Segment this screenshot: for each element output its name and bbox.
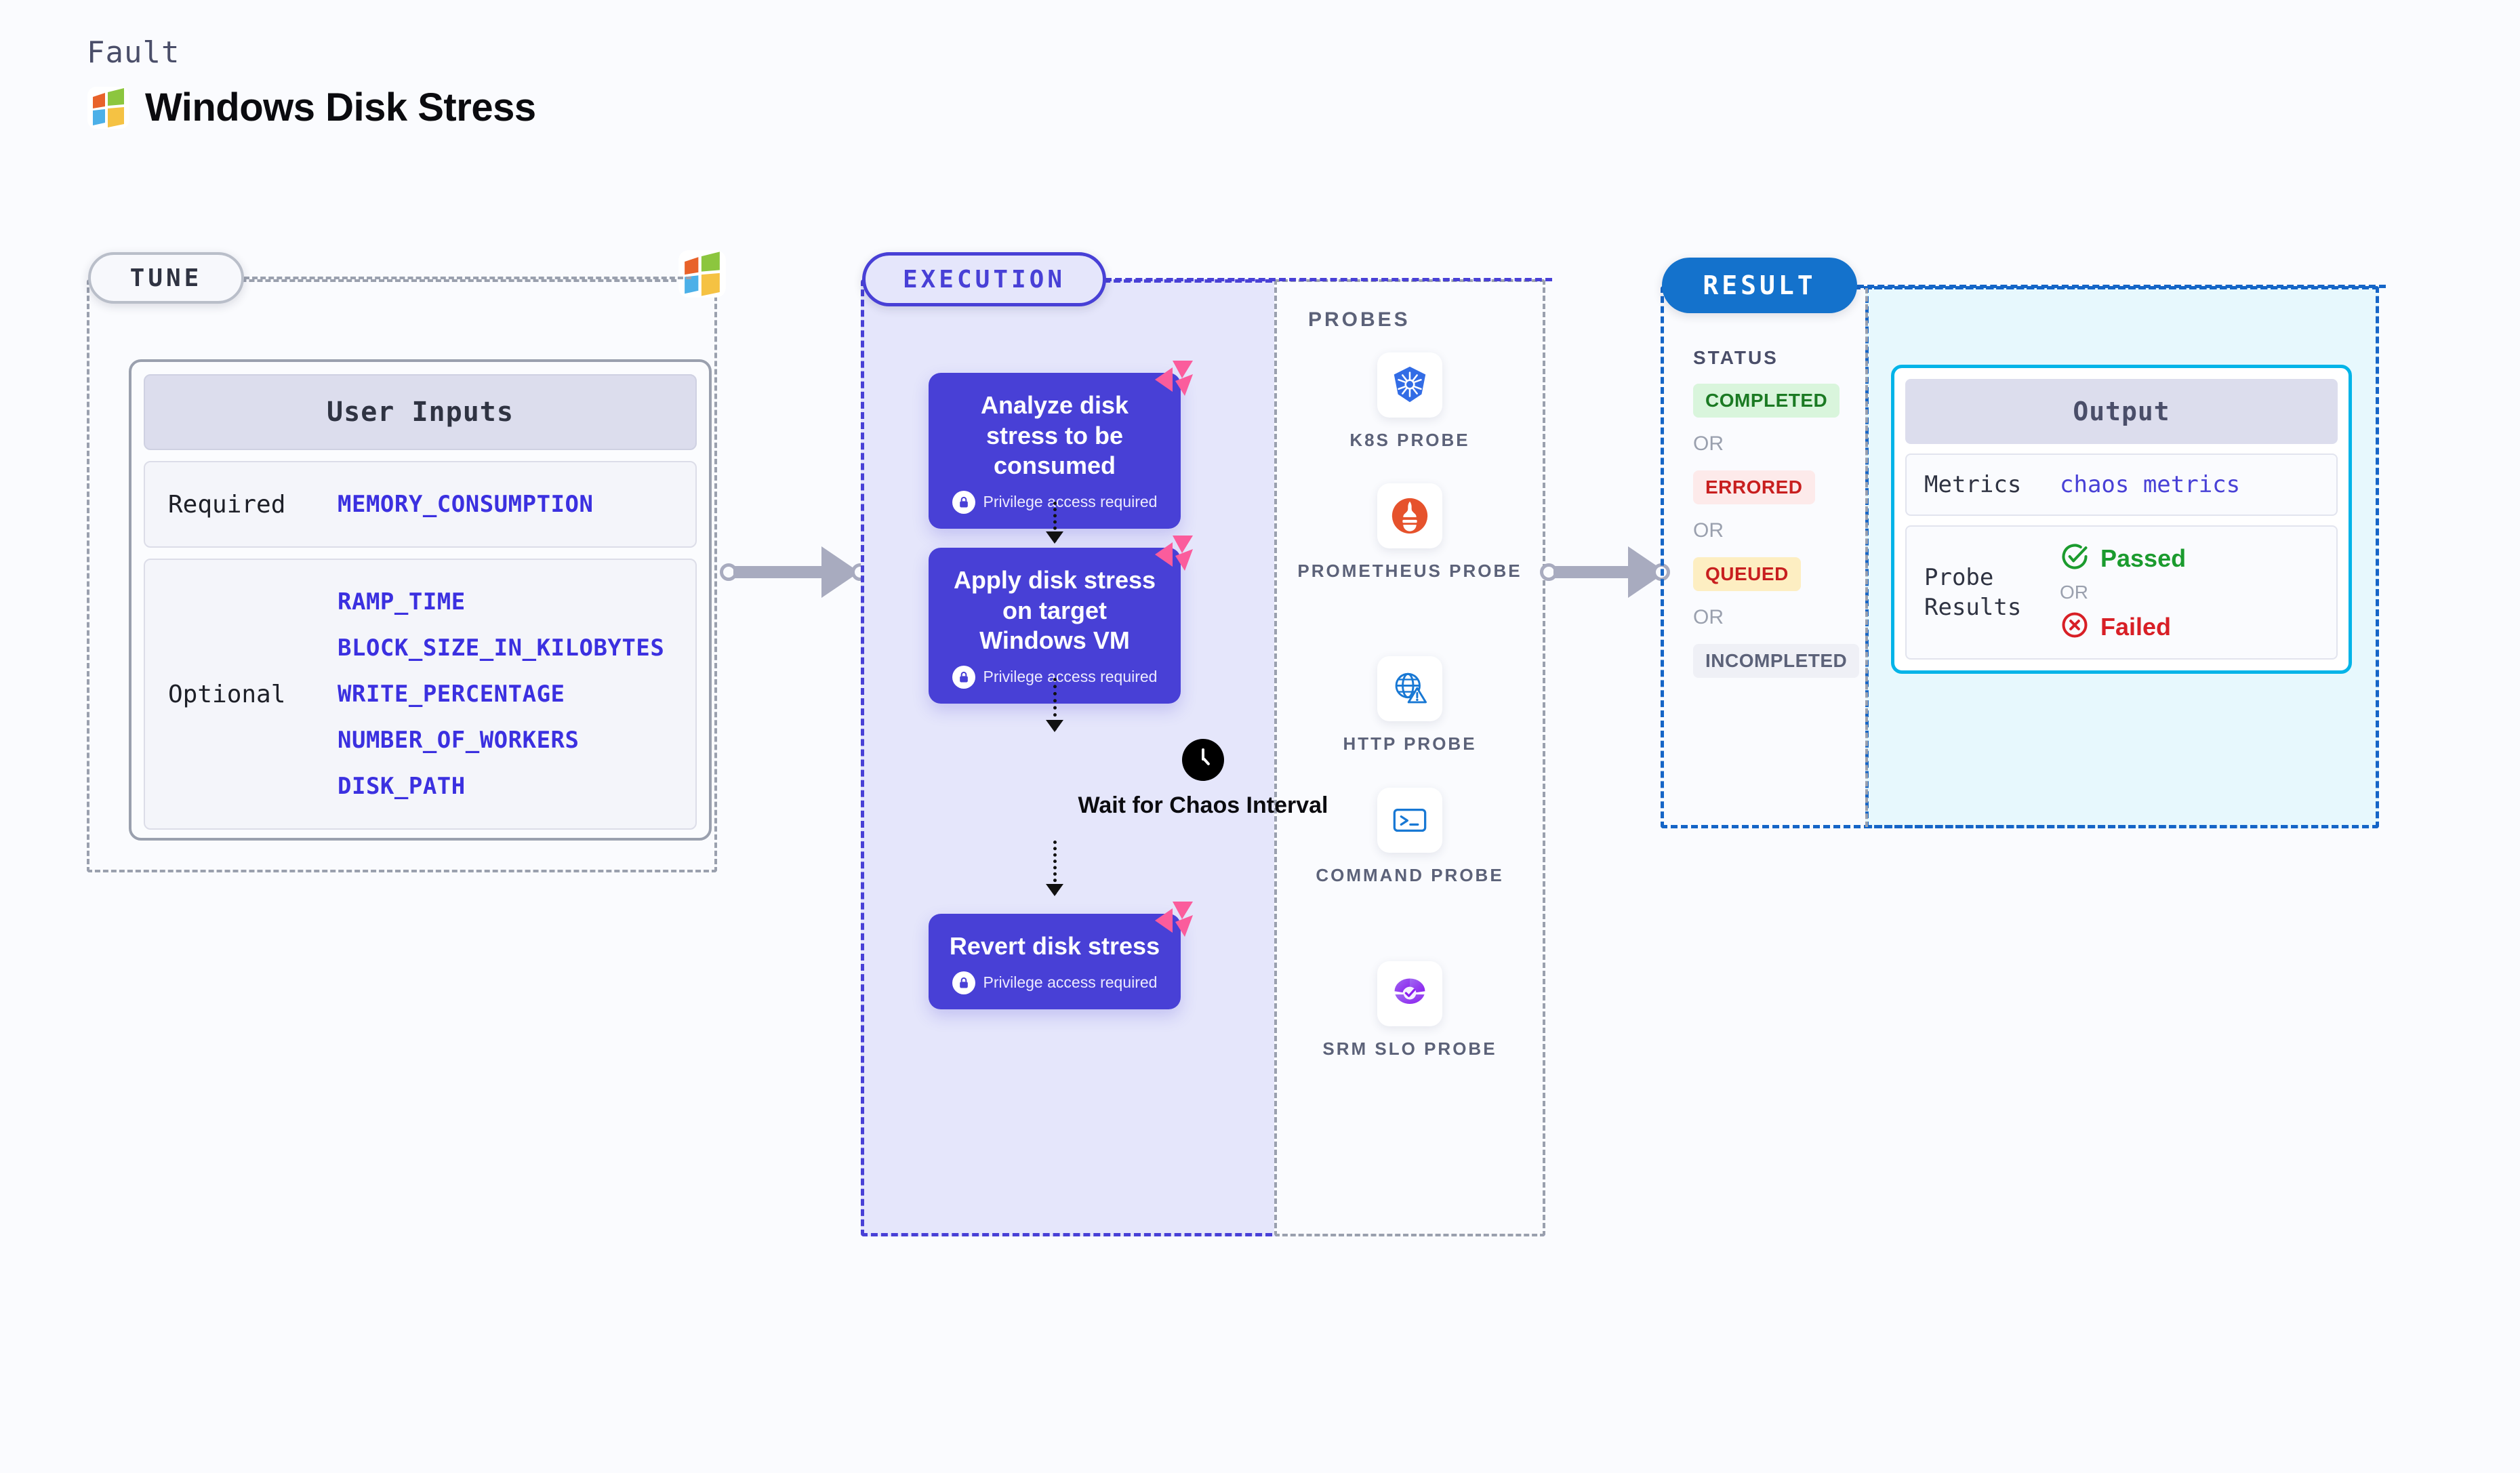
table-row: Optional RAMP_TIME BLOCK_SIZE_IN_KILOBYT…	[144, 559, 697, 830]
globe-warning-icon	[1377, 656, 1442, 721]
page-header: Fault Windows Disk Stress	[87, 35, 536, 130]
status-badge: QUEUED	[1693, 557, 1801, 591]
probe-srm-slo[interactable]: SRM SLO PROBE	[1274, 961, 1545, 1061]
prometheus-icon	[1377, 483, 1442, 548]
privilege-note: Privilege access required	[949, 665, 1160, 689]
or-label: OR	[1693, 432, 1724, 455]
probe-label: K8S PROBE	[1349, 430, 1470, 450]
terminal-icon	[1377, 788, 1442, 853]
required-values: MEMORY_CONSUMPTION	[338, 491, 593, 518]
probe-results-row: Probe Results Passed OR	[1905, 525, 2338, 660]
lock-icon	[952, 665, 975, 689]
status-column: STATUS COMPLETED OR ERRORED OR QUEUED OR…	[1693, 347, 1860, 678]
page-title: Windows Disk Stress	[145, 85, 536, 129]
execution-step-apply[interactable]: Apply disk stress on target Windows VM P…	[929, 536, 1193, 704]
title-row: Windows Disk Stress	[87, 85, 536, 130]
x-circle-icon	[2060, 610, 2090, 643]
flow-arrow	[1046, 678, 1063, 732]
user-inputs-card: User Inputs Required MEMORY_CONSUMPTION …	[129, 359, 712, 841]
or-label: OR	[2060, 582, 2088, 603]
tune-tag-connector-line	[244, 277, 691, 279]
param-ramp-time[interactable]: RAMP_TIME	[338, 588, 466, 616]
user-inputs-title: User Inputs	[144, 374, 697, 450]
or-label: OR	[1693, 606, 1724, 628]
harness-logo-icon	[1155, 536, 1193, 571]
tune-panel	[87, 279, 717, 872]
flow-arrow	[1046, 841, 1063, 896]
step-title: Analyze disk stress to be consumed	[980, 391, 1129, 480]
param-write-percentage[interactable]: WRITE_PERCENTAGE	[338, 681, 565, 708]
param-memory-consumption[interactable]: MEMORY_CONSUMPTION	[338, 491, 594, 518]
probe-label: PROMETHEUS PROBE	[1297, 561, 1522, 581]
lock-icon	[952, 490, 975, 514]
windows-logo-icon	[87, 86, 130, 129]
clock-icon	[1182, 739, 1224, 781]
status-badge: INCOMPLETED	[1693, 644, 1860, 678]
probe-results-values: Passed OR Failed	[2060, 542, 2186, 643]
table-row: Required MEMORY_CONSUMPTION	[144, 461, 697, 548]
result-panel-divider	[1865, 288, 1868, 827]
metrics-row: Metrics chaos metrics	[1905, 453, 2338, 517]
privilege-note: Privilege access required	[949, 971, 1160, 994]
result-tag-connector-line	[1857, 285, 2386, 288]
fault-kicker: Fault	[87, 35, 180, 70]
probe-results-label: Probe Results	[1924, 564, 2022, 622]
metrics-label: Metrics	[1924, 471, 2022, 498]
kubernetes-icon	[1377, 352, 1442, 418]
execution-step-revert[interactable]: Revert disk stress Privilege access requ…	[929, 902, 1193, 1009]
metrics-value[interactable]: chaos metrics	[2060, 471, 2241, 499]
status-badge: ERRORED	[1693, 470, 1815, 504]
probe-http[interactable]: HTTP PROBE	[1274, 656, 1545, 756]
probe-label: SRM SLO PROBE	[1322, 1038, 1497, 1059]
privilege-note: Privilege access required	[949, 490, 1160, 514]
privilege-text: Privilege access required	[983, 668, 1158, 686]
status-title: STATUS	[1693, 347, 1779, 368]
status-badge: COMPLETED	[1693, 384, 1840, 418]
step-title: Apply disk stress on target Windows VM	[953, 566, 1156, 655]
wait-label: Wait for Chaos Interval	[1078, 792, 1328, 818]
probe-k8s[interactable]: K8S PROBE	[1274, 352, 1545, 452]
step-title: Revert disk stress	[949, 932, 1160, 960]
param-block-size-in-kilobytes[interactable]: BLOCK_SIZE_IN_KILOBYTES	[338, 634, 665, 662]
tune-panel-tag: TUNE	[88, 252, 244, 304]
harness-logo-icon	[1155, 902, 1193, 937]
srm-slo-icon	[1377, 961, 1442, 1026]
execution-panel-tag: EXECUTION	[862, 252, 1106, 306]
wait-for-chaos-interval-node: Wait for Chaos Interval	[976, 739, 1430, 820]
privilege-text: Privilege access required	[983, 973, 1158, 992]
probe-label: COMMAND PROBE	[1316, 865, 1504, 885]
param-number-of-workers[interactable]: NUMBER_OF_WORKERS	[338, 727, 580, 754]
optional-values: RAMP_TIME BLOCK_SIZE_IN_KILOBYTES WRITE_…	[338, 588, 664, 800]
harness-logo-icon	[1155, 361, 1193, 396]
required-label: Required	[168, 490, 286, 519]
passed-label: Passed	[2100, 544, 2187, 572]
or-label: OR	[1693, 519, 1724, 542]
probe-result-failed: Failed	[2060, 610, 2186, 643]
probe-prometheus[interactable]: PROMETHEUS PROBE	[1274, 483, 1545, 583]
probe-result-passed: Passed	[2060, 542, 2186, 575]
param-disk-path[interactable]: DISK_PATH	[338, 773, 466, 800]
output-card: Output Metrics chaos metrics Probe Resul…	[1891, 365, 2352, 674]
lock-icon	[952, 971, 975, 994]
windows-logo-icon	[678, 249, 727, 302]
result-panel-tag: RESULT	[1662, 258, 1857, 313]
privilege-text: Privilege access required	[983, 493, 1158, 511]
execution-tag-connector-line	[1105, 278, 1552, 281]
optional-label: Optional	[168, 680, 286, 708]
probe-label: HTTP PROBE	[1343, 733, 1477, 754]
probe-command[interactable]: COMMAND PROBE	[1274, 788, 1545, 887]
flow-arrow	[1046, 502, 1063, 544]
output-title: Output	[1905, 379, 2338, 444]
probes-panel	[1274, 279, 1545, 1236]
failed-label: Failed	[2100, 612, 2172, 641]
probes-title: PROBES	[1308, 308, 1410, 331]
check-circle-icon	[2060, 542, 2090, 575]
